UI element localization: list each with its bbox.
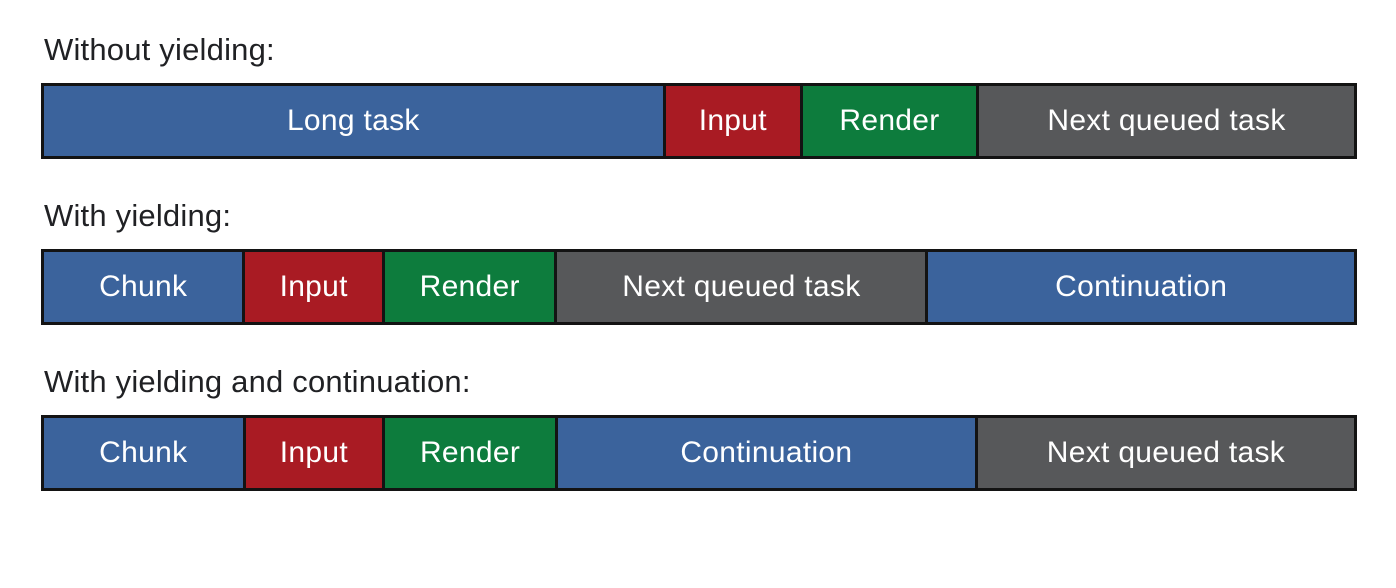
segment-chunk: Chunk bbox=[44, 252, 243, 322]
segment-render: Render bbox=[384, 252, 555, 322]
segment-continuation: Continuation bbox=[928, 252, 1354, 322]
segment-next-queued-task: Next queued task bbox=[557, 252, 926, 322]
section-heading: With yielding: bbox=[44, 198, 232, 233]
section-heading: Without yielding: bbox=[44, 32, 275, 67]
segment-long-task: Long task bbox=[44, 86, 663, 156]
segment-input: Input bbox=[245, 252, 382, 322]
segment-render: Render bbox=[385, 418, 555, 488]
segment-input: Input bbox=[245, 418, 383, 488]
segment-continuation: Continuation bbox=[557, 418, 975, 488]
segment-next-queued-task: Next queued task bbox=[977, 418, 1354, 488]
segment-next-queued-task: Next queued task bbox=[979, 86, 1354, 156]
segment-render: Render bbox=[802, 86, 977, 156]
section-heading: With yielding and continuation: bbox=[44, 364, 471, 399]
segment-input: Input bbox=[665, 86, 800, 156]
segment-chunk: Chunk bbox=[44, 418, 243, 488]
